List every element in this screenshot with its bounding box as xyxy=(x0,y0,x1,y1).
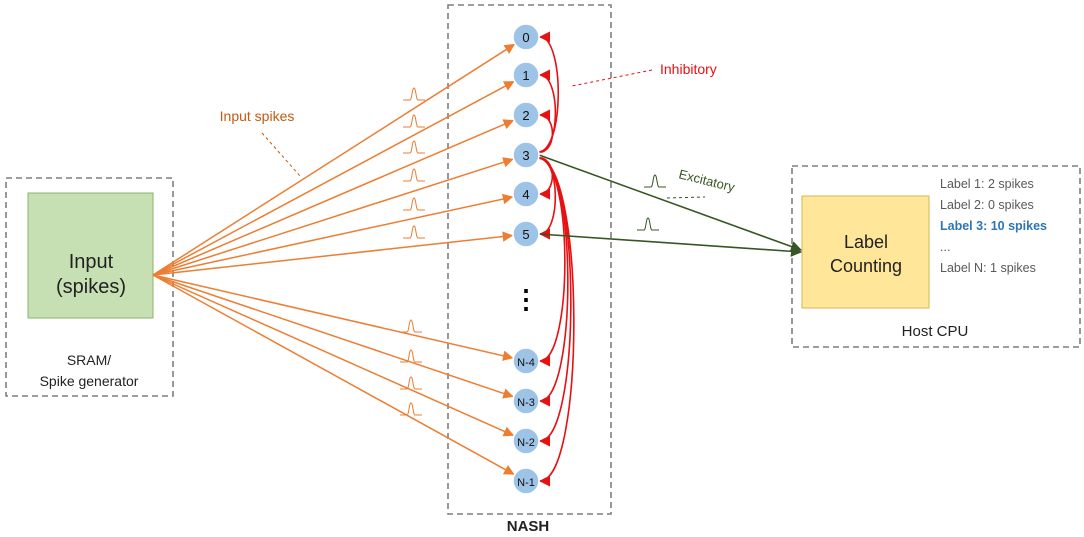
inhibitory-connection-0 xyxy=(536,31,560,153)
input-connection-4 xyxy=(152,193,514,276)
input-connection-3 xyxy=(152,157,514,276)
label-counting-title-line2: Counting xyxy=(830,256,902,276)
spike-pulse-icon xyxy=(403,87,425,101)
input-box-title-line1: Input xyxy=(69,251,114,273)
label-count-item: Label N: 1 spikes xyxy=(940,261,1036,275)
spike-pulse-icon xyxy=(637,217,659,231)
neuron-label: 3 xyxy=(522,148,529,163)
host-cpu-frame xyxy=(791,165,1081,348)
input-spike-connections xyxy=(152,43,516,475)
inhibitory-leader xyxy=(571,69,653,87)
input-spikes-leader xyxy=(261,132,301,177)
host-cpu-caption: Host CPU xyxy=(902,323,969,340)
neuron-2: 2 xyxy=(512,101,540,129)
excitatory-label: Excitatory xyxy=(677,166,736,194)
neuron-label: 4 xyxy=(522,187,529,202)
spike-pulse-icon xyxy=(403,197,425,211)
inhibitory-connection-N-4 xyxy=(536,157,566,367)
neuron-ellipsis: ⋮ xyxy=(513,284,539,314)
inhibitory-connection-4 xyxy=(536,157,554,200)
spike-pulses xyxy=(400,87,666,416)
spike-pulse-icon xyxy=(403,168,425,182)
input-connection-N-4 xyxy=(152,274,514,361)
inhibitory-connection-N-2 xyxy=(536,157,572,447)
inhibitory-connections xyxy=(536,31,575,487)
neuron-label: 0 xyxy=(522,30,529,45)
input-connection-1 xyxy=(152,80,515,276)
input-connection-2 xyxy=(152,119,515,276)
neuron-N-4: N-4 xyxy=(512,347,540,375)
neuron-N-2: N-2 xyxy=(512,427,540,455)
inhibitory-label: Inhibitory xyxy=(660,61,717,77)
neuron-label: N-2 xyxy=(517,437,535,449)
inhibitory-connection-2 xyxy=(536,109,554,153)
neuron-label: N-4 xyxy=(517,357,535,369)
neuron-N-1: N-1 xyxy=(512,467,540,495)
neuron-label: 2 xyxy=(522,108,529,123)
label-count-item: Label 3: 10 spikes xyxy=(940,219,1047,233)
label-count-item: ... xyxy=(940,240,950,254)
input-connection-5 xyxy=(152,231,514,276)
input-connection-N-3 xyxy=(152,274,514,399)
neuron-4: 4 xyxy=(512,180,540,208)
spike-pulse-icon xyxy=(400,402,422,416)
input-connection-N-2 xyxy=(152,274,515,437)
neuron-label: N-1 xyxy=(517,477,535,489)
spike-pulse-icon xyxy=(400,319,422,333)
neuron-N-3: N-3 xyxy=(512,387,540,415)
neuron-5: 5 xyxy=(512,220,540,248)
spike-pulse-icon xyxy=(403,225,425,239)
spike-pulse-icon xyxy=(403,140,425,154)
neuron-0: 0 xyxy=(512,23,540,51)
input-connection-N-1 xyxy=(152,274,515,475)
neuron-label: N-3 xyxy=(517,397,535,409)
input-box-title-line2: (spikes) xyxy=(56,276,126,298)
spike-pulse-icon xyxy=(644,174,666,188)
nash-caption: NASH xyxy=(507,518,550,535)
spike-pulse-icon xyxy=(400,349,422,363)
spike-pulse-icon xyxy=(403,114,425,128)
neuron-column: 0 1 2 3 4 5N-4N-3N-2N-1 xyxy=(512,23,540,495)
label-counting-box xyxy=(801,195,930,309)
excitatory-leader xyxy=(666,196,706,199)
neuron-3: 3 xyxy=(512,141,540,169)
label-count-item: Label 2: 0 spikes xyxy=(940,198,1034,212)
neuron-1: 1 xyxy=(512,61,540,89)
neuron-label: 1 xyxy=(522,68,529,83)
input-block-frame xyxy=(5,177,174,397)
excitatory-connection-5 xyxy=(538,233,803,257)
input-spikes-box xyxy=(27,192,154,319)
excitatory-connection-3 xyxy=(538,154,803,252)
input-spikes-label: Input spikes xyxy=(220,108,295,124)
input-block-caption-line2: Spike generator xyxy=(40,373,139,389)
spike-pulse-icon xyxy=(400,376,422,390)
input-block-caption-line1: SRAM/ xyxy=(67,352,111,368)
inhibitory-connection-N-1 xyxy=(536,157,575,487)
label-count-item: Label 1: 2 spikes xyxy=(940,177,1034,191)
excitatory-connections xyxy=(538,154,803,257)
neuron-label: 5 xyxy=(522,227,529,242)
input-connection-0 xyxy=(152,43,516,276)
inhibitory-connection-1 xyxy=(536,69,557,153)
label-counting-title-line1: Label xyxy=(844,232,888,252)
nash-block-frame xyxy=(447,4,612,515)
